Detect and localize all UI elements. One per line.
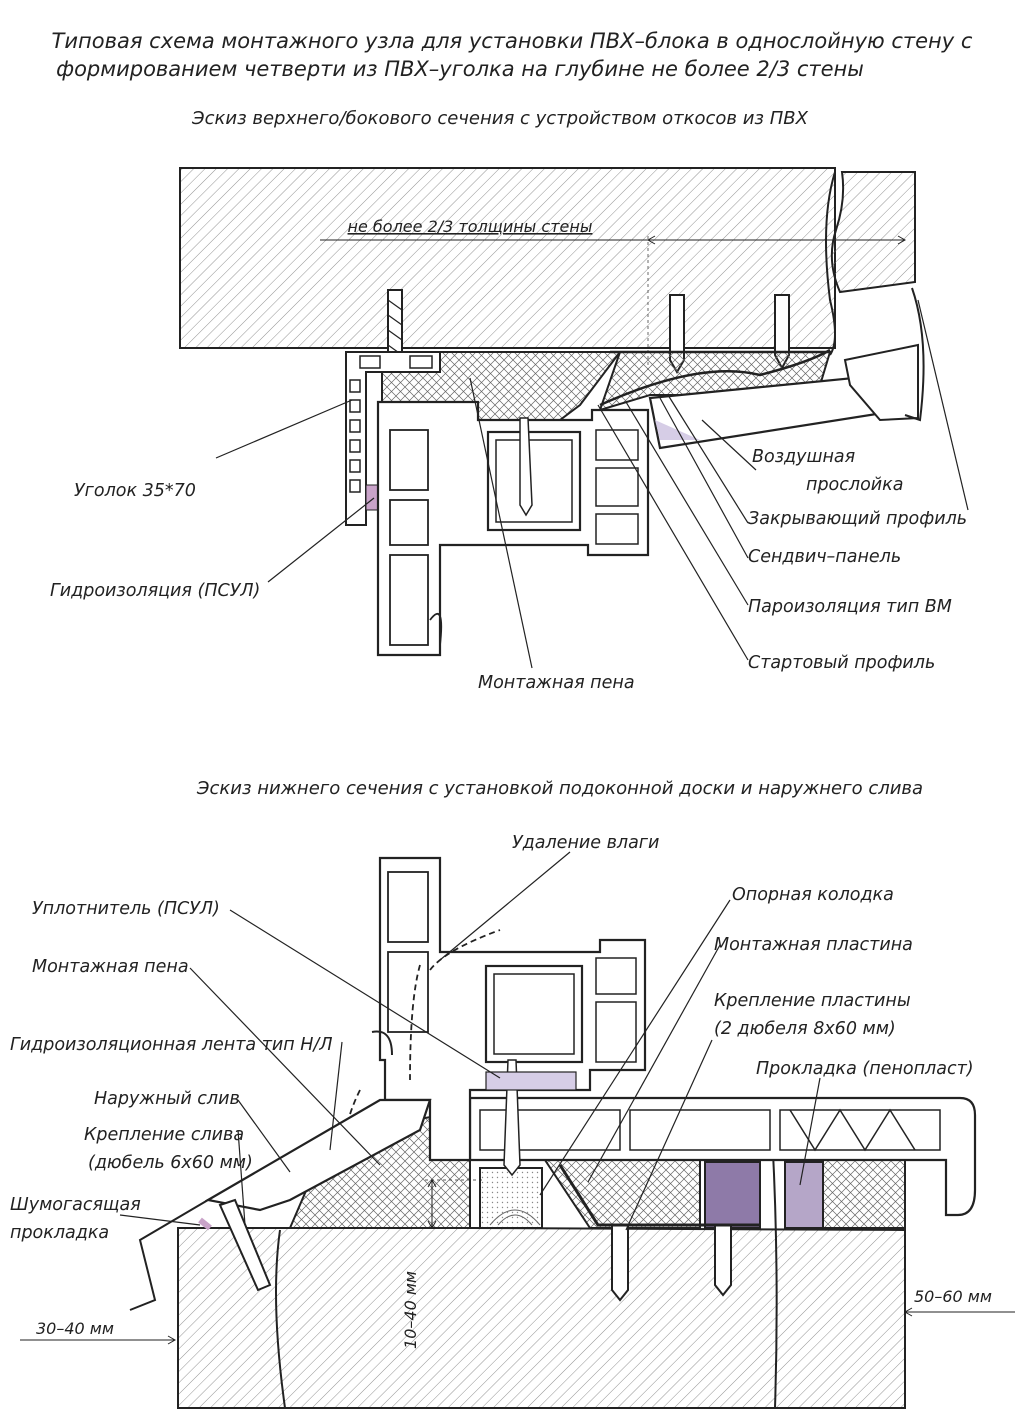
vapour-barrier (599, 348, 831, 407)
foam-pad-1 (704, 1161, 761, 1229)
label-start: Стартовый профиль (748, 653, 935, 673)
outer-drip (204, 1098, 432, 1212)
pvc-angle (345, 351, 441, 526)
plate-dowel-1 (611, 1224, 629, 1302)
top-drawing: не более 2/3 толщины стены (179, 167, 925, 657)
label-ugolok: Уголок 35*70 (74, 481, 196, 501)
dim-label-right: 50–60 мм (914, 1287, 992, 1306)
label-sendv: Сендвич–панель (748, 547, 901, 567)
label-vozd-2: прослойка (806, 475, 903, 495)
psul-bottom (371, 1030, 393, 1056)
label-pena-top: Монтажная пена (478, 673, 635, 693)
label-montplast: Монтажная пластина (714, 935, 913, 955)
bottom-leaders (119, 851, 821, 1231)
title-line-1: Типовая схема монтажного узла для устано… (52, 29, 973, 53)
label-pena-bottom: Монтажная пена (32, 957, 189, 977)
label-opor: Опорная колодка (732, 885, 894, 905)
top-leaders (215, 299, 969, 669)
bottom-drawing (20, 856, 1015, 1409)
label-sliv: Наружный слив (94, 1089, 240, 1109)
closing-profile (843, 343, 919, 422)
dim-label-2-3: не более 2/3 толщины стены (348, 217, 593, 236)
foam-pad-2 (784, 1161, 824, 1229)
label-krepsliv-1: Крепление слива (84, 1125, 244, 1145)
wall-bottom (177, 1227, 906, 1409)
label-uplot: Уплотнитель (ПСУЛ) (32, 899, 220, 919)
label-shum-1: Шумогасящая (10, 1195, 141, 1215)
dim-label-left: 30–40 мм (36, 1319, 114, 1338)
dim-label-mid: 10–40 мм (401, 1271, 420, 1349)
support-block (479, 1167, 543, 1229)
title-line-2: формированием четверти из ПВХ–уголка на … (56, 57, 864, 81)
moisture-path (409, 929, 501, 1081)
label-krep-1: Крепление пластины (714, 991, 911, 1011)
label-lenta: Гидроизоляционная лента тип Н/Л (10, 1035, 333, 1055)
label-vozd-1: Воздушная (752, 447, 855, 467)
label-krep-2: (2 дюбеля 8х60 мм) (714, 1019, 896, 1039)
top-caption: Эскиз верхнего/бокового сечения с устрой… (191, 108, 809, 129)
label-udal: Удаление влаги (512, 833, 659, 853)
wall-outer-finish (830, 171, 916, 294)
label-zakr: Закрывающий профиль (748, 509, 967, 529)
label-krepsliv-2: (дюбель 6х60 мм) (88, 1153, 253, 1173)
drip-dowel (218, 1198, 272, 1292)
plate-dowel-2 (714, 1224, 732, 1297)
window-sill-board (468, 1096, 977, 1217)
label-prokl: Прокладка (пенопласт) (756, 1059, 974, 1079)
bottom-caption: Эскиз нижнего сечения с установкой подок… (196, 778, 923, 799)
label-gidro: Гидроизоляция (ПСУЛ) (50, 581, 260, 601)
label-paro: Пароизоляция тип ВМ (748, 597, 952, 617)
wall-lintel (179, 167, 836, 349)
mounting-plate (558, 1164, 760, 1227)
label-shum-2: прокладка (10, 1223, 109, 1243)
